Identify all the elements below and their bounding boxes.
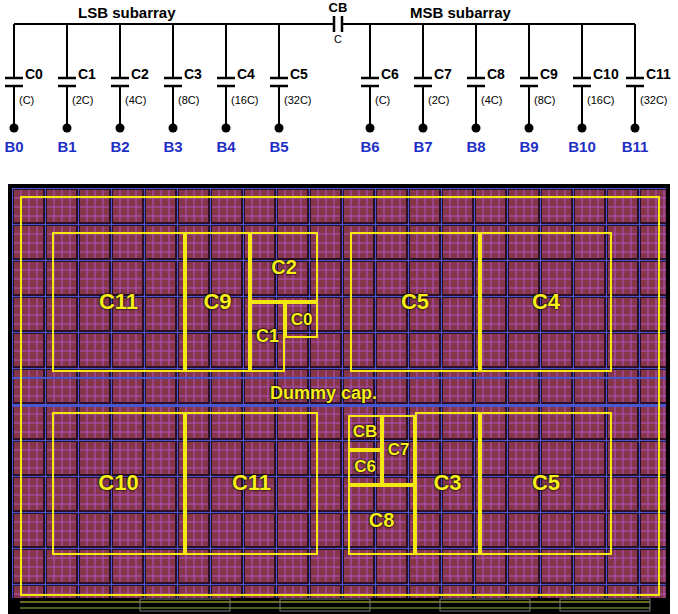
capacitor-name: C0 bbox=[25, 66, 43, 82]
capacitor-name: C8 bbox=[487, 66, 505, 82]
capacitor-array bbox=[12, 188, 666, 598]
capacitor-name: C5 bbox=[290, 66, 308, 82]
metal-line bbox=[20, 607, 650, 609]
capacitor-symbol bbox=[111, 24, 129, 133]
capacitor-region: C0 bbox=[285, 302, 318, 338]
capacitor-name: CB bbox=[353, 423, 378, 442]
capacitor-value: (C) bbox=[19, 94, 34, 107]
capacitor-value: (16C) bbox=[231, 94, 259, 107]
capacitor-symbol bbox=[573, 24, 591, 133]
capacitor-value: (2C) bbox=[72, 94, 93, 107]
capacitor-value: (16C) bbox=[587, 94, 615, 107]
capacitor-name: C2 bbox=[131, 66, 149, 82]
capacitor-name: C0 bbox=[291, 311, 313, 330]
capacitor-region: C8 bbox=[348, 485, 415, 555]
metal-line bbox=[12, 377, 666, 379]
capacitor-name: C10 bbox=[593, 66, 619, 82]
capacitor-symbol bbox=[5, 24, 23, 133]
capacitor-name: C7 bbox=[388, 441, 410, 460]
capacitor-region: C9 bbox=[185, 232, 250, 372]
capacitor-name: C5 bbox=[401, 290, 429, 314]
layout-ground bbox=[8, 184, 670, 614]
metal-line bbox=[12, 405, 666, 407]
capacitor-name: C3 bbox=[184, 66, 202, 82]
capacitor-region: CB bbox=[348, 415, 382, 450]
region-label: Dummy cap. bbox=[270, 384, 377, 404]
layout-frame: C11C9C2C1C0C5C4C10C11CBC6C7C8C3C5Dummy c… bbox=[20, 196, 660, 596]
capacitor-region: C11 bbox=[52, 232, 185, 372]
pin-name: B8 bbox=[466, 138, 485, 155]
group-label: LSB subarray bbox=[78, 4, 176, 21]
pin-box bbox=[280, 599, 370, 611]
capacitor-name: C1 bbox=[256, 327, 279, 347]
pin-name: B10 bbox=[568, 138, 596, 155]
capacitor-region: C7 bbox=[382, 415, 415, 485]
capacitor-value: (C) bbox=[375, 94, 390, 107]
pin-name: B9 bbox=[519, 138, 538, 155]
capacitor-name: C2 bbox=[271, 256, 297, 278]
capacitor-name: C4 bbox=[532, 290, 560, 314]
pin-name: B0 bbox=[4, 138, 23, 155]
wire bbox=[342, 23, 635, 25]
capacitor-symbol bbox=[217, 24, 235, 133]
capacitor-region: C6 bbox=[348, 450, 382, 485]
capacitor-name: C7 bbox=[434, 66, 452, 82]
capacitor-value: (8C) bbox=[534, 94, 555, 107]
capacitor-region: C5 bbox=[350, 232, 480, 372]
pin-name: B5 bbox=[269, 138, 288, 155]
capacitor-name: C3 bbox=[433, 471, 461, 495]
capacitor-name: C5 bbox=[532, 471, 560, 495]
capacitor-plate bbox=[341, 16, 344, 32]
capacitor-name: CB bbox=[329, 1, 348, 16]
pin-name: B1 bbox=[57, 138, 76, 155]
pin-name: B11 bbox=[622, 138, 649, 155]
capacitor-symbol bbox=[58, 24, 76, 133]
pin-box bbox=[560, 599, 650, 611]
pin-box bbox=[140, 599, 230, 611]
capacitor-symbol bbox=[164, 24, 182, 133]
capacitor-value: (4C) bbox=[481, 94, 502, 107]
capacitor-symbol bbox=[414, 24, 432, 133]
capacitor-name: C9 bbox=[203, 290, 231, 314]
pin-box bbox=[440, 599, 530, 611]
pin-name: B4 bbox=[216, 138, 235, 155]
capacitor-name: C6 bbox=[354, 458, 376, 477]
capacitor-name: C10 bbox=[98, 471, 138, 495]
pin-name: B7 bbox=[413, 138, 432, 155]
capacitor-name: C4 bbox=[237, 66, 255, 82]
capacitor-name: C8 bbox=[369, 509, 395, 531]
capacitor-symbol bbox=[520, 24, 538, 133]
capacitor-symbol bbox=[467, 24, 485, 133]
capacitor-value: (4C) bbox=[125, 94, 146, 107]
capacitor-symbol bbox=[361, 24, 379, 133]
capacitor-region: C11 bbox=[185, 412, 318, 555]
capacitor-value: C bbox=[334, 33, 342, 46]
capacitor-region: C2 bbox=[250, 232, 318, 302]
capacitor-name: C11 bbox=[99, 290, 138, 314]
metal-line bbox=[20, 601, 650, 603]
group-label: MSB subarray bbox=[410, 4, 511, 21]
capacitor-region: C5 bbox=[480, 412, 612, 555]
capacitor-value: (8C) bbox=[178, 94, 199, 107]
capacitor-name: C1 bbox=[78, 66, 96, 82]
capacitor-name: C6 bbox=[381, 66, 399, 82]
capacitor-value: (32C) bbox=[284, 94, 312, 107]
capacitor-region: C10 bbox=[52, 412, 185, 555]
pin-name: B6 bbox=[360, 138, 379, 155]
capacitor-value: (2C) bbox=[428, 94, 449, 107]
pin-name: B2 bbox=[110, 138, 129, 155]
pin-name: B3 bbox=[163, 138, 182, 155]
capacitor-region: C1 bbox=[250, 302, 285, 372]
capacitor-name: C9 bbox=[540, 66, 558, 82]
capacitor-region: C3 bbox=[415, 412, 480, 555]
capacitor-value: (32C) bbox=[640, 94, 668, 107]
capacitor-symbol bbox=[626, 24, 644, 133]
capacitor-name: C11 bbox=[646, 66, 671, 82]
capacitor-symbol bbox=[270, 24, 288, 133]
capacitor-region: C4 bbox=[480, 232, 612, 372]
capacitor-name: C11 bbox=[232, 471, 271, 495]
capacitor-plate bbox=[333, 16, 336, 32]
